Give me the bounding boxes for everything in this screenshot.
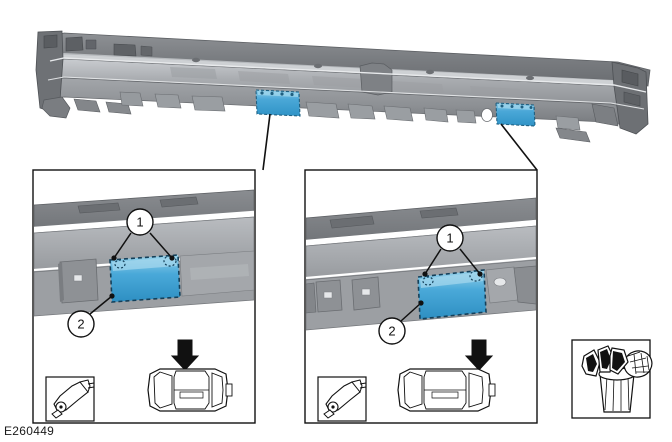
right-leader-line — [500, 123, 538, 171]
vehicle-top-view-left — [147, 339, 233, 412]
callout-2-right: 2 — [378, 300, 424, 345]
callout-2-left: 2 — [67, 293, 115, 338]
figure-reference-number: E260449 — [4, 424, 55, 438]
leader-lines — [262, 113, 538, 171]
discard-parts-icon — [571, 339, 653, 419]
cutting-tool-icon-left — [45, 376, 95, 422]
left-leader-line — [262, 113, 271, 171]
rocker-panel-part — [35, 30, 651, 143]
cutting-tool-icon-right — [317, 376, 367, 422]
left-detail-panel: 1 2 — [32, 169, 256, 424]
callout-1-left: 1 — [111, 208, 175, 261]
callout-2-left-label: 2 — [77, 317, 84, 332]
main-highlight-left — [255, 89, 301, 117]
callout-1-right: 1 — [422, 224, 483, 277]
vehicle-top-view-right — [397, 339, 496, 412]
callout-2-right-label: 2 — [388, 324, 395, 339]
right-detail-panel: 1 2 — [304, 169, 538, 424]
main-highlight-right — [495, 102, 536, 127]
callout-1-right-label: 1 — [446, 231, 453, 246]
callout-1-left-label: 1 — [136, 215, 143, 230]
